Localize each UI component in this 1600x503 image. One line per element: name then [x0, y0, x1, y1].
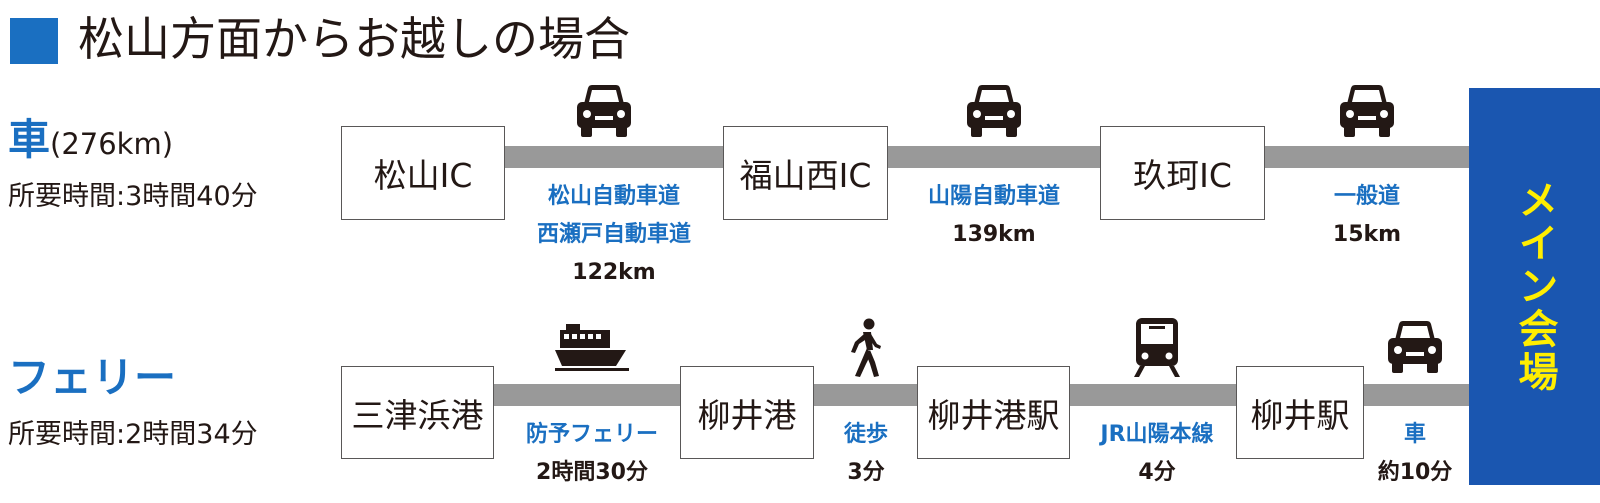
leg-route: 松山自動車道 [547, 184, 681, 209]
ferry-leg-1: 防予フェリー 2時間30分 [526, 416, 658, 492]
car-required-time: 所要時間:3時間40分 [8, 181, 258, 212]
car-total-distance: (276km) [50, 127, 174, 161]
leg-duration: 3分 [847, 460, 885, 485]
main-venue-label: メイン会場 [1511, 179, 1558, 394]
train-icon [1134, 318, 1180, 377]
car-leg-1: 松山自動車道 西瀬戸自動車道 122km [537, 178, 691, 292]
car-icon [1340, 85, 1394, 137]
walking-person-icon [851, 318, 881, 377]
leg-distance: 122km [572, 260, 656, 285]
stop-yanai-port: 柳井港 [680, 366, 814, 459]
leg-route: 西瀬戸自動車道 [536, 222, 692, 247]
ferry-icon [555, 324, 629, 371]
leg-route: JR山陽本線 [1100, 422, 1214, 447]
leg-route: 徒歩 [843, 422, 889, 447]
car-route-line [505, 146, 1469, 168]
leg-duration: 約10分 [1377, 460, 1453, 485]
car-mode-heading: 車(276km) [8, 110, 173, 174]
car-mode-label: 車 [8, 115, 51, 164]
car-leg-2: 山陽自動車道 139km [928, 178, 1060, 254]
leg-route: 車 [1403, 422, 1426, 447]
car-leg-3: 一般道 15km [1333, 178, 1401, 254]
page-title: 松山方面からお越しの場合 [78, 12, 630, 66]
main-venue-destination: メイン会場 [1469, 88, 1600, 485]
stop-yanaiko-station: 柳井港駅 [917, 366, 1070, 459]
stop-matsuyama-ic: 松山IC [341, 126, 505, 220]
ferry-leg-3: JR山陽本線 4分 [1100, 416, 1213, 492]
stop-fukuyama-nishi-ic: 福山西IC [723, 126, 888, 220]
leg-distance: 139km [952, 222, 1036, 247]
blue-square-icon [10, 18, 58, 64]
leg-duration: 4分 [1138, 460, 1176, 485]
leg-route: 山陽自動車道 [927, 184, 1061, 209]
ferry-required-time: 所要時間:2時間34分 [8, 419, 258, 450]
car-icon [967, 85, 1021, 137]
leg-distance: 15km [1332, 222, 1402, 247]
leg-route: 防予フェリー [525, 422, 659, 447]
ferry-mode-label: フェリー [8, 353, 177, 402]
leg-duration: 2時間30分 [536, 460, 648, 485]
stop-mitsuhama-port: 三津浜港 [341, 366, 494, 459]
ferry-leg-2: 徒歩 3分 [844, 416, 888, 492]
car-icon [577, 85, 631, 137]
car-icon [1388, 321, 1442, 373]
ferry-leg-4: 車 約10分 [1378, 416, 1453, 492]
stop-kuga-ic: 玖珂IC [1100, 126, 1265, 220]
stop-yanai-station: 柳井駅 [1236, 366, 1364, 459]
leg-route: 一般道 [1333, 184, 1401, 209]
